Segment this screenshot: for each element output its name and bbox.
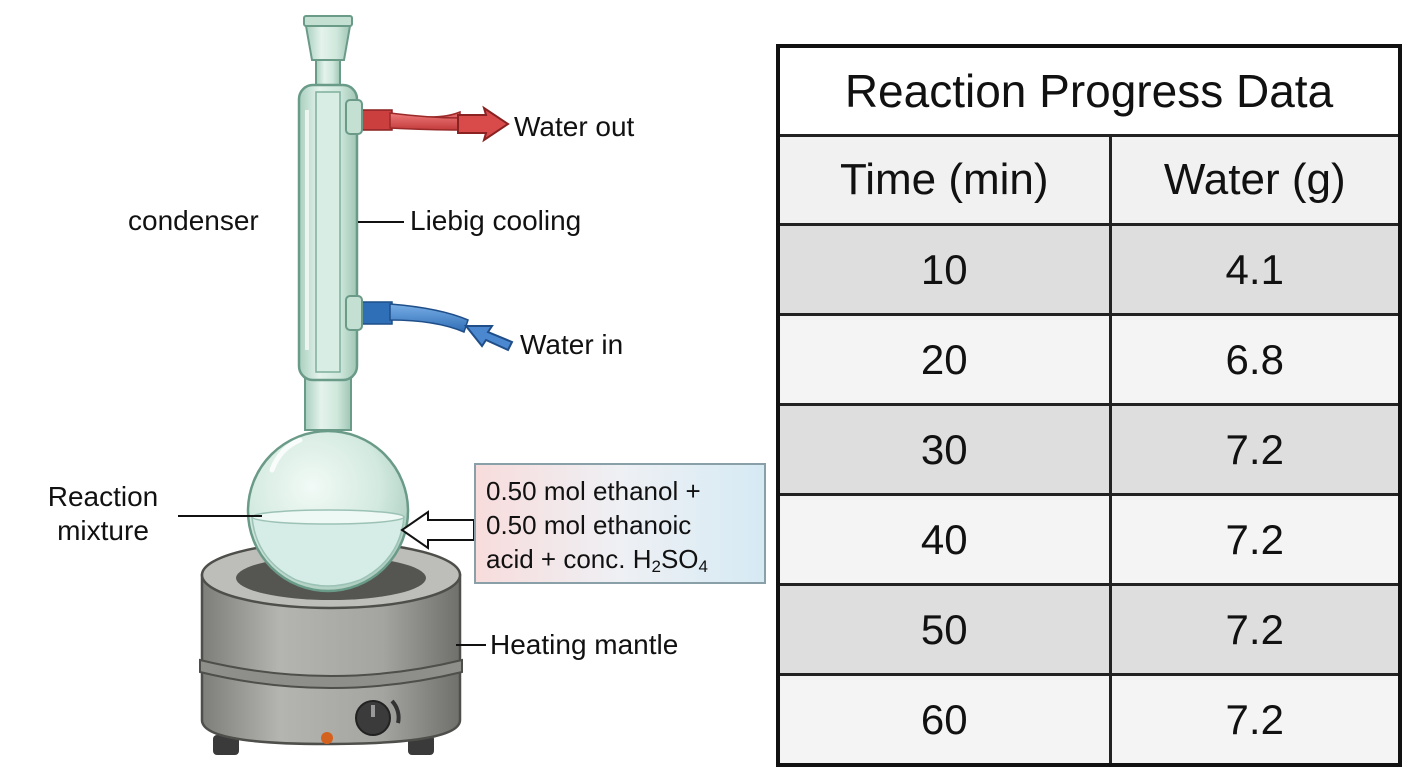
water-cell: 7.2 (1108, 403, 1402, 496)
reaction-mixture-line2: mixture (57, 514, 149, 546)
time-cell: 10 (776, 223, 1112, 316)
water-in-tube (357, 301, 469, 334)
reaction-mixture-line1: Reaction (47, 481, 159, 512)
water-out-tube (357, 109, 461, 131)
water-out-arrow (457, 105, 510, 143)
time-cell: 40 (776, 493, 1112, 586)
reactants-line1: 0.50 mol ethanol + (486, 476, 701, 506)
table-row: 50 7.2 (776, 583, 1402, 676)
water-in-label: Water in (520, 329, 624, 360)
reactants-arrow (400, 510, 475, 550)
reactants-line3: acid + conc. H2SO4 (486, 542, 754, 576)
water-cell: 7.2 (1108, 583, 1402, 676)
reactants-box: 0.50 mol ethanol + 0.50 mol ethanoic aci… (474, 463, 766, 584)
reaction-progress-table: Reaction Progress Data Time (min) Water … (776, 44, 1402, 767)
reflux-apparatus (178, 15, 514, 755)
reactants-subscript-4: 4 (698, 557, 708, 576)
table-row: 30 7.2 (776, 403, 1402, 496)
header-water: Water (g) (1108, 134, 1402, 226)
heating-mantle-label: Heating mantle (490, 629, 679, 660)
liebig-cooling-label: Liebig cooling (410, 205, 582, 236)
reactants-line3-mid: SO (660, 544, 699, 574)
time-cell: 60 (776, 673, 1112, 767)
table-row: 20 6.8 (776, 313, 1402, 406)
table-row: 60 7.2 (776, 673, 1402, 767)
water-out-label: Water out (514, 111, 635, 142)
condenser-label: condenser (128, 205, 259, 236)
reaction-mixture-label: Reaction mixture (28, 480, 178, 547)
liebig-condenser (297, 15, 363, 382)
reactants-line2: 0.50 mol ethanoic (486, 510, 692, 540)
round-bottom-flask (246, 369, 410, 593)
water-cell: 7.2 (1108, 673, 1402, 767)
table-title: Reaction Progress Data (776, 44, 1402, 137)
water-cell: 6.8 (1108, 313, 1402, 406)
time-cell: 30 (776, 403, 1112, 496)
reactants-line3-prefix: acid + conc. H (486, 544, 652, 574)
water-in-arrow (463, 325, 514, 352)
time-cell: 50 (776, 583, 1112, 676)
table-row: 10 4.1 (776, 223, 1402, 316)
header-time: Time (min) (776, 134, 1112, 226)
time-cell: 20 (776, 313, 1112, 406)
table-row: 40 7.2 (776, 493, 1402, 586)
water-cell: 7.2 (1108, 493, 1402, 586)
reactants-subscript-2: 2 (651, 557, 661, 576)
water-cell: 4.1 (1108, 223, 1402, 316)
